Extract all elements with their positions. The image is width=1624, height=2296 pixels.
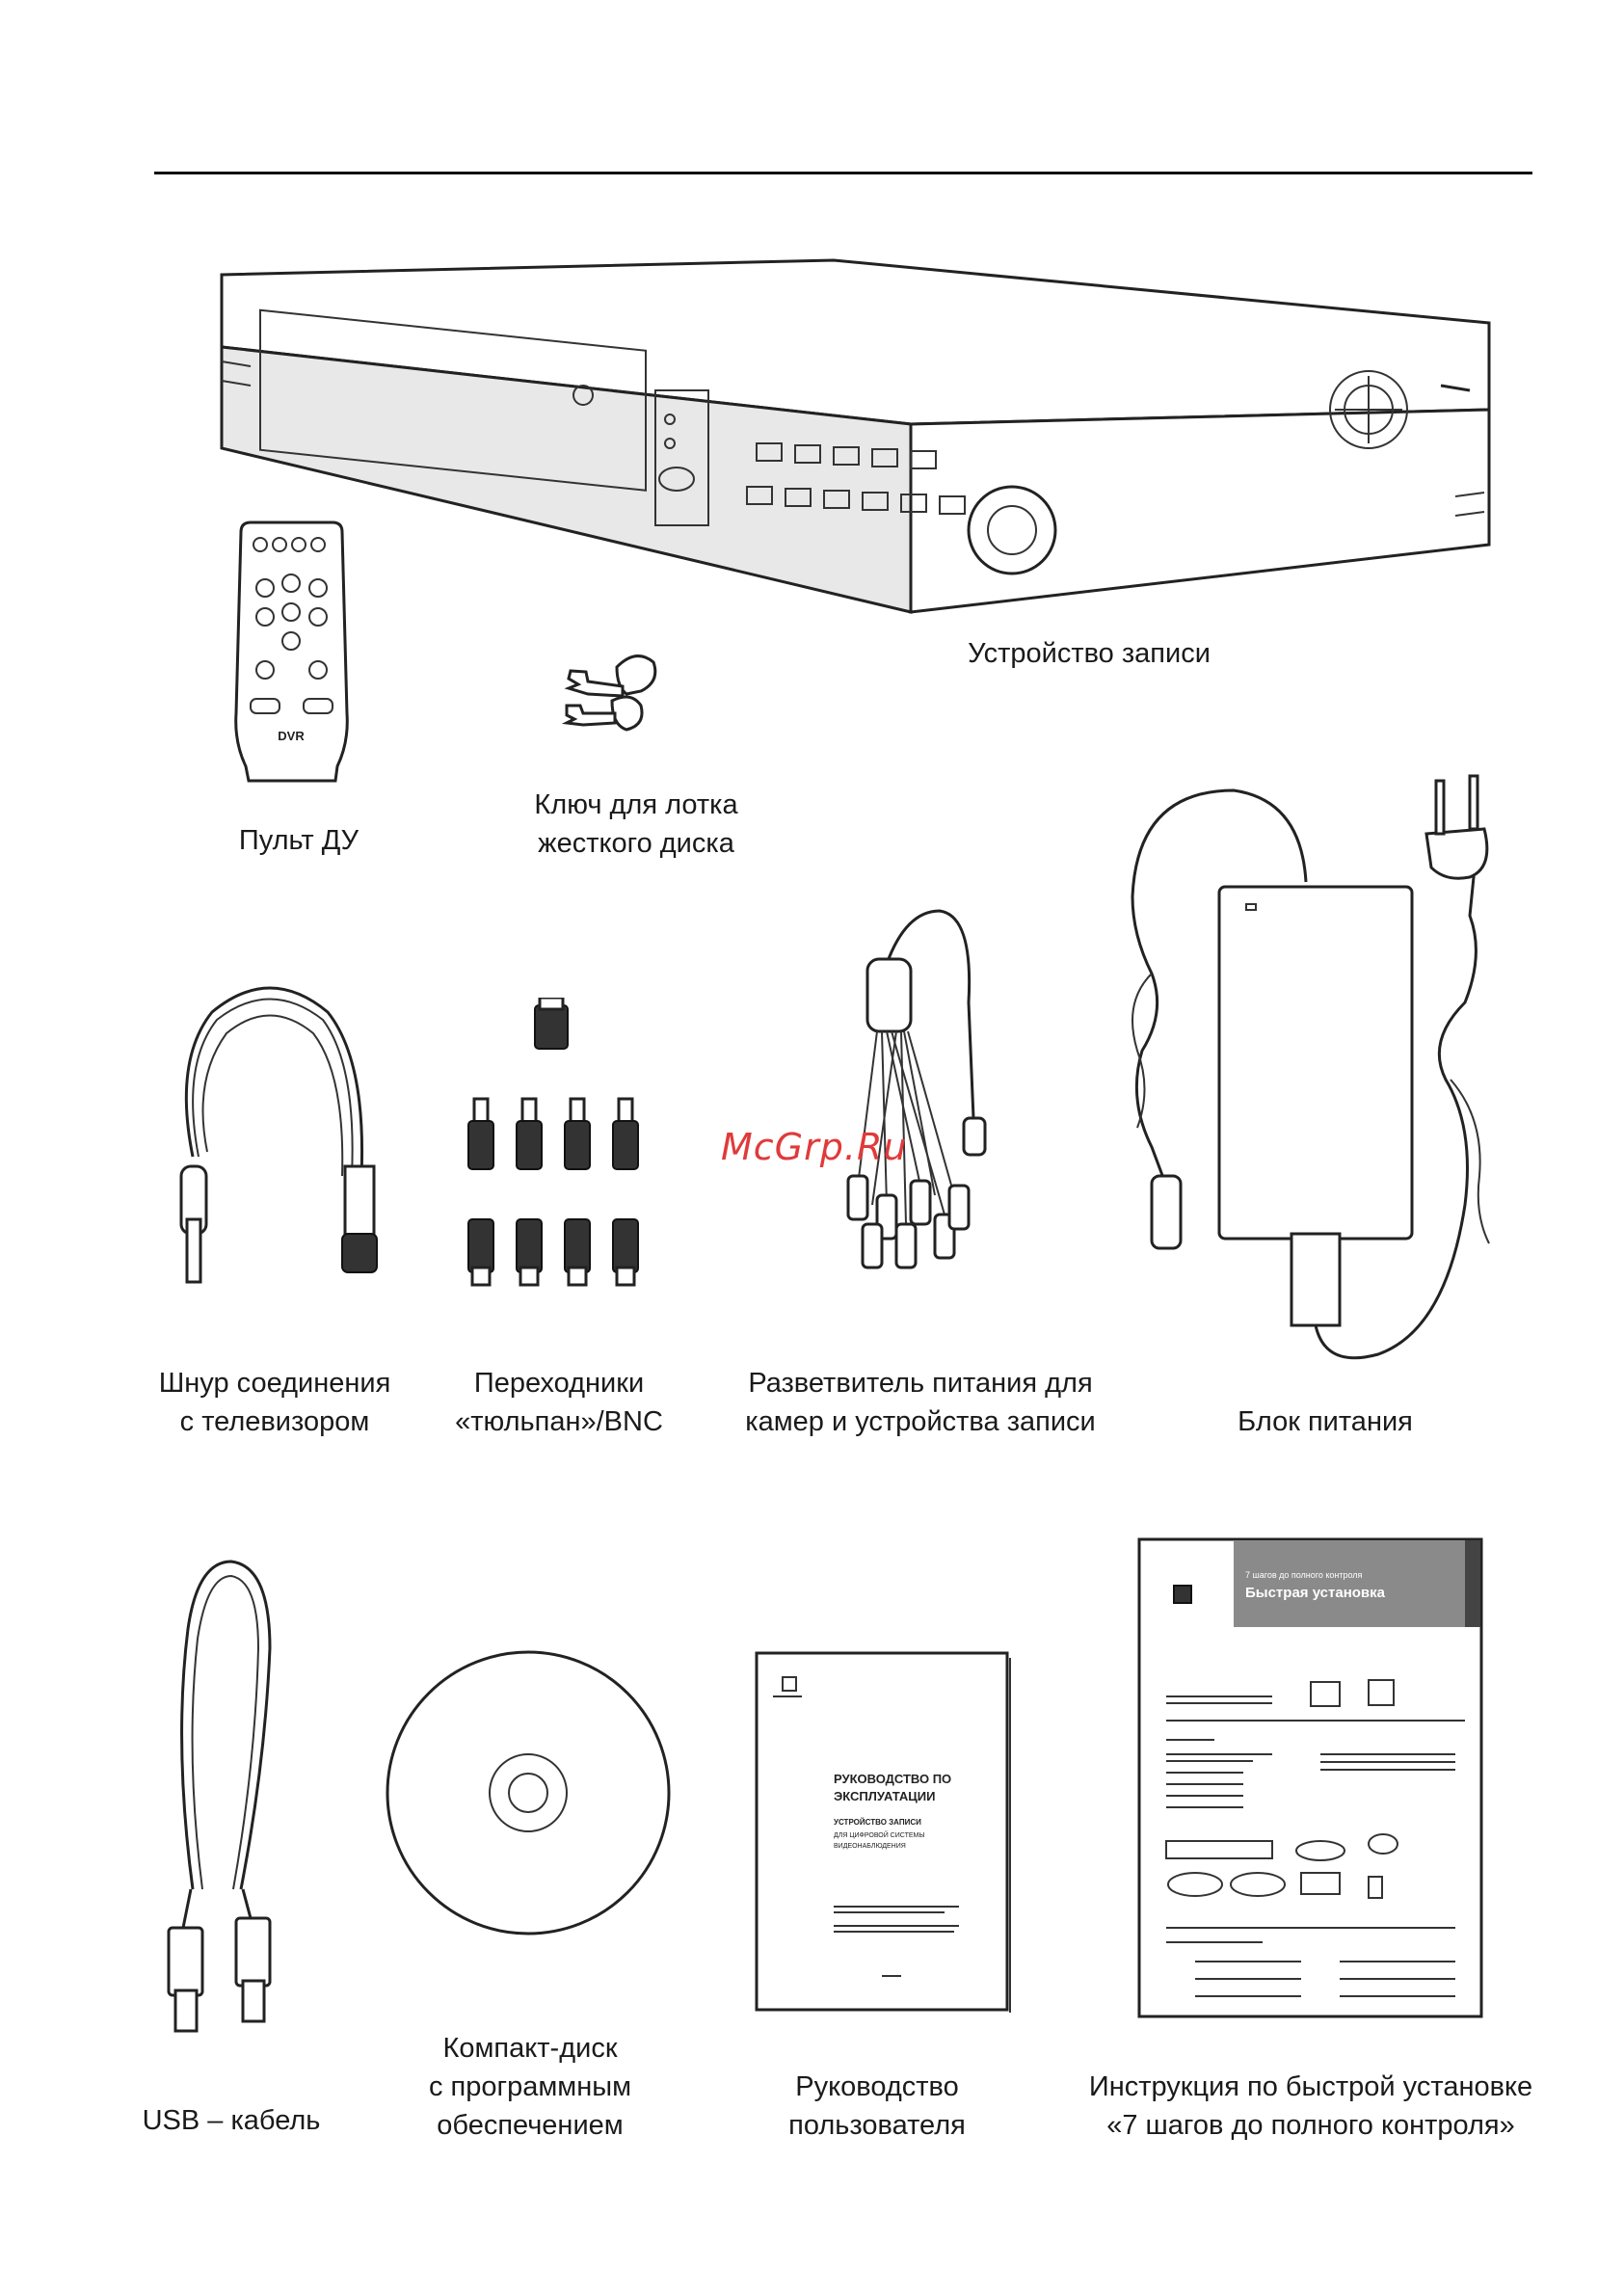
remote-brand-label: DVR: [278, 729, 305, 743]
quick-install-caption: Инструкция по быстрой установке «7 шагов…: [1088, 2071, 1533, 2141]
dvr-recorder-illustration: [217, 255, 1499, 641]
quick-install-guide-illustration: 7 шагов до полного контроля Быстрая уста…: [1137, 1537, 1484, 2019]
svg-text:ЭКСПЛУАТАЦИИ: ЭКСПЛУАТАЦИИ: [834, 1789, 935, 1803]
power-splitter-illustration: [829, 906, 1022, 1301]
cd-caption: Компакт-диск с программным обеспечением: [428, 2033, 632, 2141]
svg-text:7 шагов до полного контроля: 7 шагов до полного контроля: [1245, 1570, 1363, 1580]
header-rule: [154, 172, 1532, 174]
psu-caption: Блок питания: [1238, 1406, 1413, 1437]
svg-text:Быстрая установка: Быстрая установка: [1245, 1585, 1386, 1601]
remote-caption: Пульт ДУ: [238, 825, 359, 856]
manual-caption: Руководство пользователя: [788, 2071, 966, 2141]
tv-cable-illustration: [154, 974, 395, 1287]
svg-text:УСТРОЙСТВО ЗАПИСИ: УСТРОЙСТВО ЗАПИСИ: [834, 1818, 921, 1827]
recorder-caption: Устройство записи: [968, 638, 1211, 669]
adapters-caption: Переходники «тюльпан»/BNC: [455, 1368, 663, 1437]
watermark-text: McGrp.Ru: [721, 1126, 908, 1168]
svg-text:ВИДЕОНАБЛЮДЕНИЯ: ВИДЕОНАБЛЮДЕНИЯ: [834, 1843, 906, 1850]
key-caption: Ключ для лотка жесткого диска: [534, 789, 738, 859]
tray-key-illustration: [559, 648, 660, 739]
remote-control-illustration: DVR: [231, 521, 352, 786]
splitter-caption: Разветвитель питания для камер и устройс…: [745, 1368, 1096, 1437]
usb-cable-illustration: [145, 1552, 289, 2034]
rca-bnc-adapters-illustration: [443, 998, 665, 1296]
svg-text:РУКОВОДСТВО ПО: РУКОВОДСТВО ПО: [834, 1772, 951, 1786]
cd-illustration: [386, 1648, 675, 1937]
svg-text:ДЛЯ ЦИФРОВОЙ СИСТЕМЫ: ДЛЯ ЦИФРОВОЙ СИСТЕМЫ: [834, 1830, 925, 1839]
usb-caption: USB – кабель: [142, 2105, 321, 2136]
tv-cable-caption: Шнур соединения с телевизором: [158, 1368, 391, 1437]
power-supply-illustration: [1099, 761, 1513, 1374]
user-manual-illustration: РУКОВОДСТВО ПО ЭКСПЛУАТАЦИИ УСТРОЙСТВО З…: [752, 1648, 1012, 2015]
